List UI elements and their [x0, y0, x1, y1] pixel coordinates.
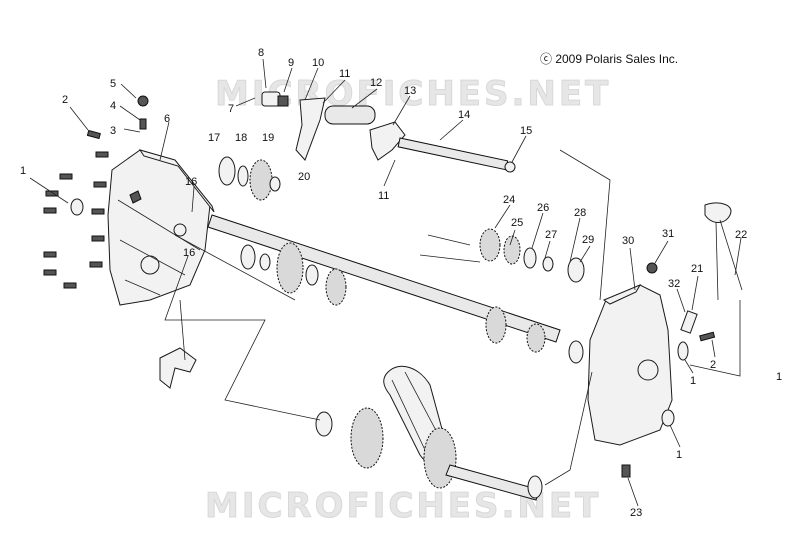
callout-32: 32: [668, 278, 680, 290]
shift-fork-lower: [159, 347, 197, 389]
callout-5: 5: [110, 78, 116, 90]
left-case-housing: [107, 149, 215, 306]
shift-fork-assembly: [261, 91, 516, 173]
callout-22: 22: [735, 229, 747, 241]
upper-gear-cluster: [218, 156, 281, 201]
callout-1-right-lower: 1: [676, 449, 682, 461]
left-case-bolts: [43, 95, 149, 289]
callout-labels: 1 2 3 4 5 6 7 8 9 10 11 12 13 14 15 16 1…: [20, 47, 782, 519]
callout-30: 30: [622, 235, 634, 247]
right-case-housing: [587, 262, 716, 478]
callout-26: 26: [537, 202, 549, 214]
callout-25: 25: [511, 217, 523, 229]
dipstick: [704, 202, 743, 301]
callout-8: 8: [258, 47, 264, 59]
callout-28: 28: [574, 207, 586, 219]
callout-9: 9: [288, 57, 294, 69]
callout-7: 7: [228, 103, 234, 115]
main-shaft: [207, 214, 584, 364]
callout-10: 10: [312, 57, 324, 69]
callout-1-left: 1: [20, 165, 26, 177]
leader-lines: [29, 58, 742, 507]
callout-3: 3: [110, 125, 116, 137]
callout-23: 23: [630, 507, 642, 519]
callout-12: 12: [370, 77, 382, 89]
callout-19: 19: [262, 132, 274, 144]
callout-1-right-upper: 1: [690, 375, 696, 387]
callout-16-lower: 16: [183, 247, 195, 259]
callout-15: 15: [520, 125, 532, 137]
callout-14: 14: [458, 109, 470, 121]
callout-17: 17: [208, 132, 220, 144]
callout-27: 27: [545, 229, 557, 241]
callout-24: 24: [503, 194, 515, 206]
copyright-text: ⓒ 2009 Polaris Sales Inc.: [540, 52, 678, 66]
callout-29: 29: [582, 234, 594, 246]
right-gear-cluster: [479, 228, 585, 283]
callout-4: 4: [110, 100, 116, 112]
callout-21: 21: [691, 263, 703, 275]
callout-2-left: 2: [62, 94, 68, 106]
callout-18: 18: [235, 132, 247, 144]
callout-31: 31: [662, 228, 674, 240]
chain-drive: [315, 365, 543, 501]
watermark-bottom: MICROFICHES.NET: [205, 486, 601, 526]
callout-13: 13: [404, 85, 416, 97]
watermark-top: MICROFICHES.NET: [215, 74, 611, 114]
callout-11-top: 11: [339, 68, 350, 80]
callout-11-lower: 11: [378, 190, 389, 202]
callout-2-right: 2: [710, 359, 716, 371]
callout-16-upper: 16: [185, 176, 197, 188]
callout-6: 6: [164, 113, 170, 125]
callout-20: 20: [298, 171, 310, 183]
callout-1-far-right: 1: [776, 371, 782, 383]
